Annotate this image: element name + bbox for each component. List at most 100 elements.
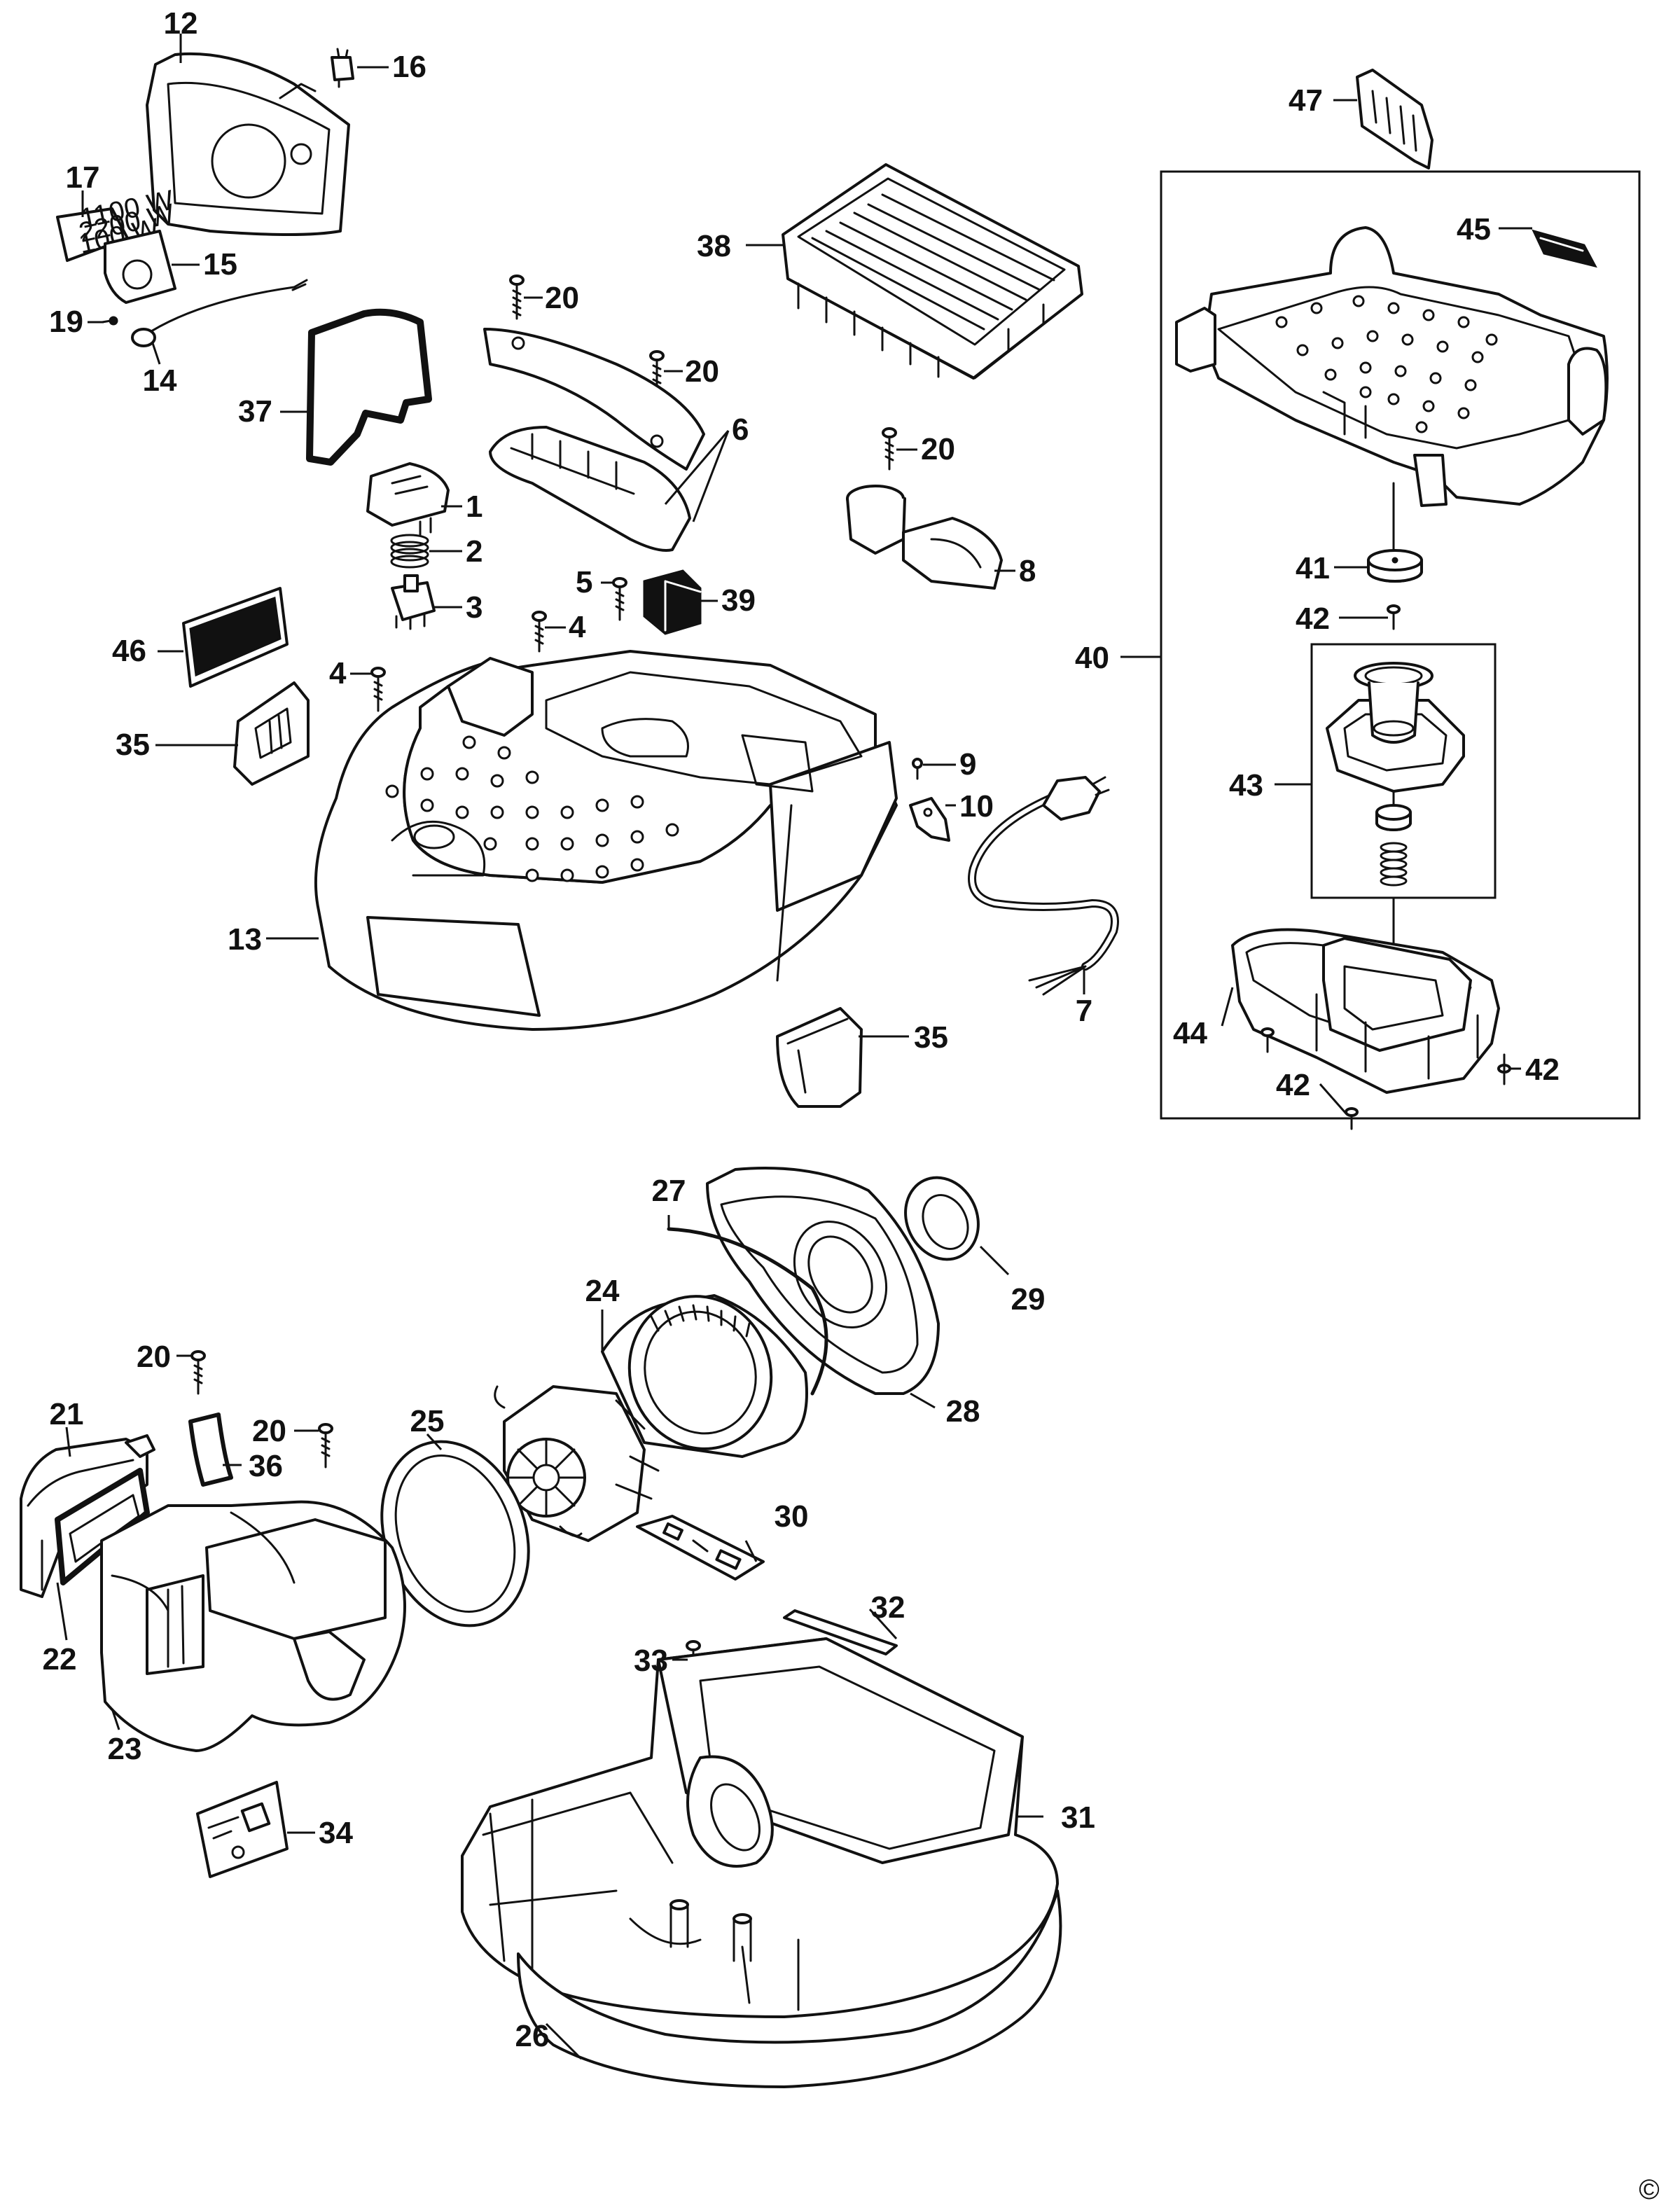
part-25-seal-ring xyxy=(380,1440,530,1627)
part-43-valve xyxy=(1326,662,1465,975)
part-14-cable xyxy=(131,279,308,347)
callout-20e: 20 xyxy=(252,1414,286,1448)
callout-4a: 4 xyxy=(569,610,586,644)
part-13-upper-housing xyxy=(314,650,898,1031)
part-4-screw-a xyxy=(532,611,547,653)
callout-29: 29 xyxy=(1011,1282,1046,1317)
callout-9: 9 xyxy=(959,747,976,782)
part-24-motor xyxy=(494,1294,808,1542)
leader-lines xyxy=(56,34,1532,2060)
callout-42a: 42 xyxy=(1296,602,1330,636)
part-34-pcb xyxy=(196,1781,289,1878)
part-15-socket xyxy=(104,230,176,304)
callout-20b: 20 xyxy=(685,354,719,389)
part-37-gasket xyxy=(306,308,432,466)
part-32-strip xyxy=(783,1609,898,1655)
callout-33: 33 xyxy=(634,1644,668,1678)
part-42-screw-a xyxy=(1387,604,1401,630)
part-41-float xyxy=(1367,549,1423,583)
assembly-43-box xyxy=(1310,643,1497,899)
callout-2: 2 xyxy=(466,534,483,569)
part-7-power-cord xyxy=(968,776,1119,996)
part-3-microswitch xyxy=(391,574,436,630)
callout-47: 47 xyxy=(1289,83,1323,118)
callout-1: 1 xyxy=(466,489,483,524)
callout-5: 5 xyxy=(576,565,592,599)
part-6-handle xyxy=(483,328,705,552)
callout-20c: 20 xyxy=(921,432,955,466)
part-36-gasket xyxy=(188,1412,233,1487)
callout-45: 45 xyxy=(1457,212,1491,247)
part-19-screw xyxy=(101,316,118,326)
callout-8: 8 xyxy=(1019,554,1036,588)
part-20-screw-a xyxy=(509,275,525,320)
callout-12: 12 xyxy=(164,6,198,41)
part-42-screw-b xyxy=(1261,1027,1275,1053)
part-45-pad xyxy=(1532,229,1597,268)
callout-30: 30 xyxy=(775,1499,809,1534)
callout-16: 16 xyxy=(392,50,426,84)
callout-26: 26 xyxy=(515,2019,550,2053)
callout-35b: 35 xyxy=(914,1020,948,1055)
callout-42c: 42 xyxy=(1525,1053,1560,1087)
part-9-screw xyxy=(912,758,923,780)
callout-7: 7 xyxy=(1076,994,1092,1028)
callout-13: 13 xyxy=(228,922,262,957)
part-38-cartridge-filter xyxy=(782,163,1083,380)
part-30-pcb xyxy=(636,1515,765,1581)
part-22-gasket-frame xyxy=(55,1468,150,1585)
callout-39: 39 xyxy=(721,583,756,618)
part-20-screw-e xyxy=(318,1423,333,1468)
part-46-filter-pad xyxy=(182,587,289,688)
part-26-base-shell xyxy=(517,1889,1062,2088)
callout-25: 25 xyxy=(410,1404,445,1438)
part-31-lower-base xyxy=(461,1637,1059,2018)
part-4-screw-b xyxy=(370,667,386,712)
part-35-clip-right xyxy=(776,1007,863,1108)
callout-44: 44 xyxy=(1173,1016,1207,1050)
copyright-mark: © xyxy=(1639,2174,1659,2205)
part-27-gasket xyxy=(667,1227,828,1396)
callout-19: 19 xyxy=(49,305,83,339)
callout-27: 27 xyxy=(652,1174,686,1208)
callout-4b: 4 xyxy=(329,656,347,690)
part-35-clip-left xyxy=(233,681,310,786)
callout-6: 6 xyxy=(732,412,749,447)
part-5-screw xyxy=(612,577,627,621)
part-20-screw-c xyxy=(882,427,897,471)
callout-24: 24 xyxy=(585,1274,620,1308)
part-29-seal xyxy=(904,1176,980,1261)
callout-40: 40 xyxy=(1075,641,1109,675)
part-39-foam-block xyxy=(643,569,702,635)
part-47-latch xyxy=(1356,69,1433,169)
callout-28: 28 xyxy=(946,1394,980,1429)
part-40-filter-cage xyxy=(1175,226,1609,551)
part-20-screw-d xyxy=(190,1350,206,1395)
callout-22: 22 xyxy=(43,1642,77,1676)
callout-23: 23 xyxy=(108,1732,142,1766)
callout-32: 32 xyxy=(871,1590,905,1625)
part-2-spring xyxy=(390,534,429,569)
callout-36: 36 xyxy=(249,1449,283,1483)
callout-10: 10 xyxy=(959,789,994,824)
callout-41: 41 xyxy=(1296,551,1330,585)
callout-31: 31 xyxy=(1061,1800,1095,1835)
part-1-switch-button xyxy=(366,462,450,537)
callout-37: 37 xyxy=(238,394,272,429)
callout-14: 14 xyxy=(143,363,177,398)
callout-20d: 20 xyxy=(137,1340,171,1374)
part-8-hose-clip xyxy=(846,485,1003,590)
part-23-blower-housing xyxy=(100,1500,406,1752)
callout-labels: 12 16 17 15 19 14 37 38 20 20 6 20 8 1 2… xyxy=(43,6,1560,2053)
part-42-screw-d xyxy=(1497,1053,1511,1085)
part-12-control-panel xyxy=(146,52,350,236)
part-10-cable-clamp xyxy=(909,797,950,842)
callout-3: 3 xyxy=(466,590,483,625)
callout-38: 38 xyxy=(697,229,731,263)
callout-21: 21 xyxy=(50,1397,84,1431)
copyright-symbol: © xyxy=(1639,2174,1659,2205)
part-44-cage-base xyxy=(1231,928,1500,1094)
callout-17: 17 xyxy=(66,160,100,195)
part-16-switch xyxy=(331,48,354,88)
assembly-40-box xyxy=(1160,170,1641,1120)
